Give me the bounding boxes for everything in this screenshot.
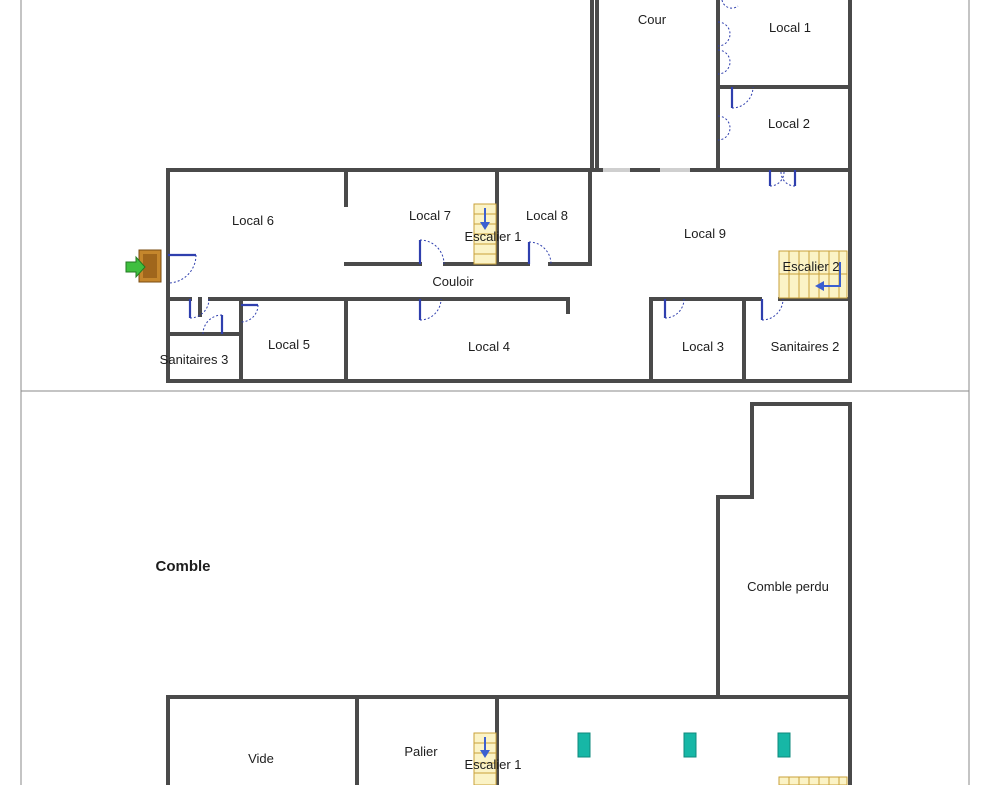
staircase-1 xyxy=(473,203,497,265)
room-label-lower-escalier-1: Escalier 1 xyxy=(464,757,521,772)
lower-staircase-2 xyxy=(778,776,848,785)
room-label-escalier-1: Escalier 1 xyxy=(464,229,521,244)
room-label-cour: Cour xyxy=(638,12,667,27)
light-fixture-icon xyxy=(777,732,791,758)
page-frames xyxy=(20,0,970,785)
room-label-vide: Vide xyxy=(248,751,274,766)
room-label-local-3: Local 3 xyxy=(682,339,724,354)
room-label-local-2: Local 2 xyxy=(768,116,810,131)
light-fixture-icon xyxy=(577,732,591,758)
room-label-local-6: Local 6 xyxy=(232,213,274,228)
room-label-local-9: Local 9 xyxy=(684,226,726,241)
exit-sign-icon xyxy=(125,249,162,283)
room-label-sanitaires-3: Sanitaires 3 xyxy=(160,352,229,367)
door-icon xyxy=(717,0,739,141)
room-label-couloir: Couloir xyxy=(432,274,474,289)
room-label-local-5: Local 5 xyxy=(268,337,310,352)
room-label-escalier-2: Escalier 2 xyxy=(782,259,839,274)
stair-arrow-icon xyxy=(815,262,841,291)
upper-doors xyxy=(167,0,797,335)
room-label-sanitaires-2: Sanitaires 2 xyxy=(771,339,840,354)
room-label-comble-perdu: Comble perdu xyxy=(747,579,829,594)
room-label-comble: Comble xyxy=(155,558,210,575)
door-icon xyxy=(527,241,552,265)
room-labels: Cour Local 1 Local 2 Local 6 Local 7 Esc… xyxy=(155,12,839,772)
door-icon xyxy=(663,298,685,319)
door-icon xyxy=(188,298,210,319)
door-icon xyxy=(167,253,197,284)
staircase-2 xyxy=(778,250,848,299)
door-icon xyxy=(760,298,784,321)
stair-arrow-icon xyxy=(480,208,490,230)
door-icon xyxy=(418,239,445,265)
room-label-local-8: Local 8 xyxy=(526,208,568,223)
upper-floor-plan xyxy=(125,0,852,383)
lower-floor-plan xyxy=(166,402,852,785)
lower-staircase-1 xyxy=(473,732,497,785)
room-label-local-7: Local 7 xyxy=(409,208,451,223)
lower-outer-walls xyxy=(166,402,852,785)
door-icon xyxy=(730,86,754,109)
door-icon xyxy=(768,170,797,187)
room-label-local-1: Local 1 xyxy=(769,20,811,35)
room-label-local-4: Local 4 xyxy=(468,339,510,354)
door-icon xyxy=(418,298,442,321)
stair-arrow-icon xyxy=(480,737,490,758)
room-label-palier: Palier xyxy=(404,744,438,759)
door-icon xyxy=(202,303,259,335)
upper-outer-walls xyxy=(166,0,852,383)
light-fixture-icon xyxy=(683,732,697,758)
